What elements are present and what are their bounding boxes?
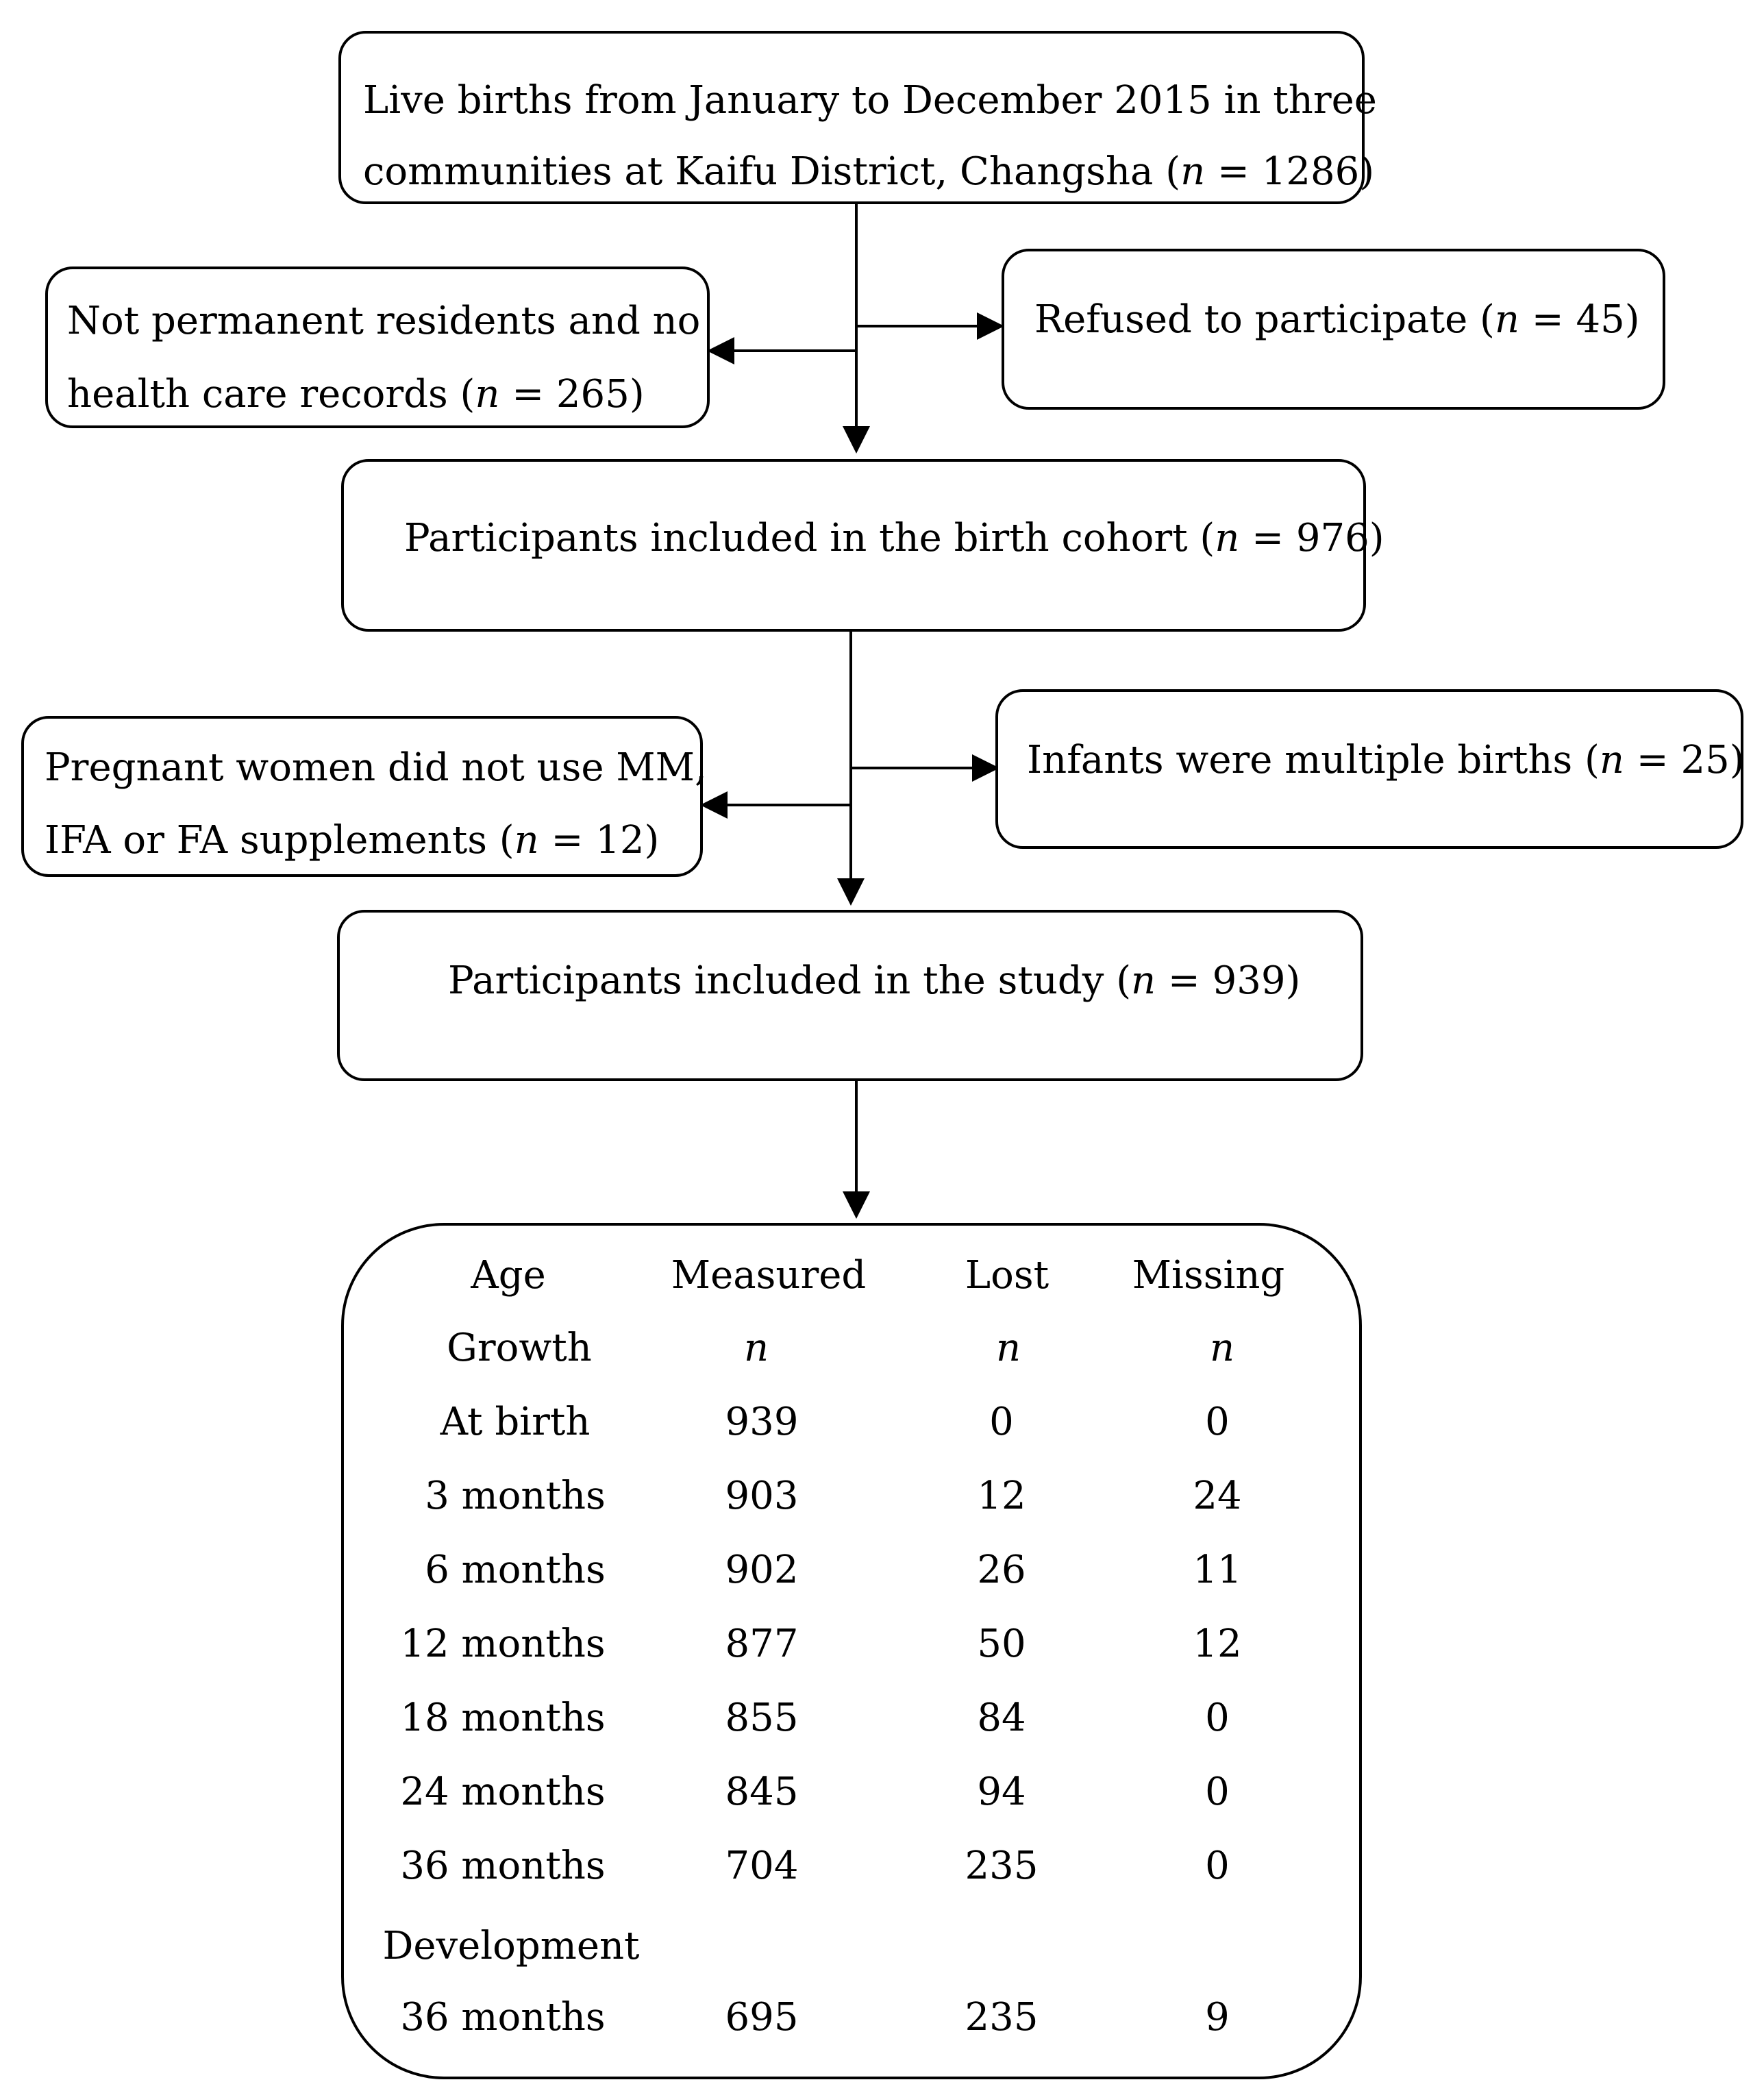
missing-cell: 12: [1193, 1622, 1242, 1666]
missing-n-symbol: n: [1209, 1326, 1235, 1370]
study-box: Participants included in the study (n = …: [337, 910, 1363, 1081]
lost-cell: 84: [977, 1696, 1026, 1740]
missing-cell: 0: [1205, 1770, 1230, 1814]
header-age: Age: [471, 1253, 546, 1298]
lost-cell: 235: [965, 1995, 1039, 2040]
age-cell: 36 months: [400, 1844, 606, 1888]
not-permanent-box: Not permanent residents and no health ca…: [45, 267, 710, 428]
age-cell: At birth: [440, 1400, 591, 1444]
no-supplements-box: Pregnant women did not use MM, IFA or FA…: [21, 716, 707, 877]
header-measured: Measured: [671, 1253, 867, 1298]
missing-cell: 0: [1205, 1400, 1230, 1444]
lost-cell: 50: [977, 1622, 1026, 1666]
not-permanent-line1: Not permanent residents and no: [67, 299, 701, 343]
no-supplements-line1: Pregnant women did not use MM,: [45, 745, 707, 790]
not-permanent-line2: health care records (n = 265): [67, 372, 645, 417]
birth-cohort-text: Participants included in the birth cohor…: [404, 516, 1384, 560]
missing-cell: 24: [1193, 1474, 1242, 1518]
age-cell: 36 months: [400, 1995, 606, 2040]
measured-cell: 855: [725, 1696, 799, 1740]
age-cell: 6 months: [425, 1548, 606, 1592]
lost-cell: 0: [989, 1400, 1014, 1444]
lost-n-symbol: n: [995, 1326, 1021, 1370]
measured-cell: 902: [725, 1548, 799, 1592]
header-missing: Missing: [1132, 1253, 1285, 1298]
measured-cell: 939: [725, 1400, 799, 1444]
study-text: Participants included in the study (n = …: [448, 958, 1301, 1003]
measured-cell: 877: [725, 1622, 799, 1666]
live-births-line2: communities at Kaifu District, Changsha …: [363, 149, 1375, 194]
multiple-births-text: Infants were multiple births (n = 25): [1027, 738, 1745, 782]
multiple-births-box: Infants were multiple births (n = 25): [995, 689, 1745, 849]
refused-box: Refused to participate (n = 45): [1002, 249, 1665, 410]
measured-cell: 845: [725, 1770, 799, 1814]
age-cell: 3 months: [425, 1474, 606, 1518]
no-supplements-line2: IFA or FA supplements (n = 12): [45, 818, 660, 863]
age-cell: 24 months: [400, 1770, 606, 1814]
lost-cell: 235: [965, 1844, 1039, 1888]
missing-cell: 9: [1205, 1995, 1230, 2040]
missing-cell: 0: [1205, 1844, 1230, 1888]
measured-cell: 695: [725, 1995, 799, 2040]
missing-cell: 11: [1193, 1548, 1242, 1592]
measured-n-symbol: n: [743, 1326, 769, 1370]
lost-cell: 12: [977, 1474, 1026, 1518]
birth-cohort-box: Participants included in the birth cohor…: [341, 459, 1384, 632]
age-cell: 12 months: [400, 1622, 606, 1666]
lost-cell: 94: [977, 1770, 1026, 1814]
lost-cell: 26: [977, 1548, 1026, 1592]
development-label: Development: [382, 1924, 640, 1968]
refused-text: Refused to participate (n = 45): [1034, 297, 1640, 342]
age-cell: 18 months: [400, 1696, 606, 1740]
live-births-box: Live births from January to December 201…: [338, 31, 1377, 204]
measured-cell: 903: [725, 1474, 799, 1518]
missing-cell: 0: [1205, 1696, 1230, 1740]
follow-up-table-box: Age Measured Lost Missing Growth n n n A…: [341, 1223, 1362, 2079]
measured-cell: 704: [725, 1844, 799, 1888]
growth-label: Growth: [447, 1326, 592, 1370]
header-lost: Lost: [965, 1253, 1049, 1298]
live-births-line1: Live births from January to December 201…: [363, 78, 1377, 123]
